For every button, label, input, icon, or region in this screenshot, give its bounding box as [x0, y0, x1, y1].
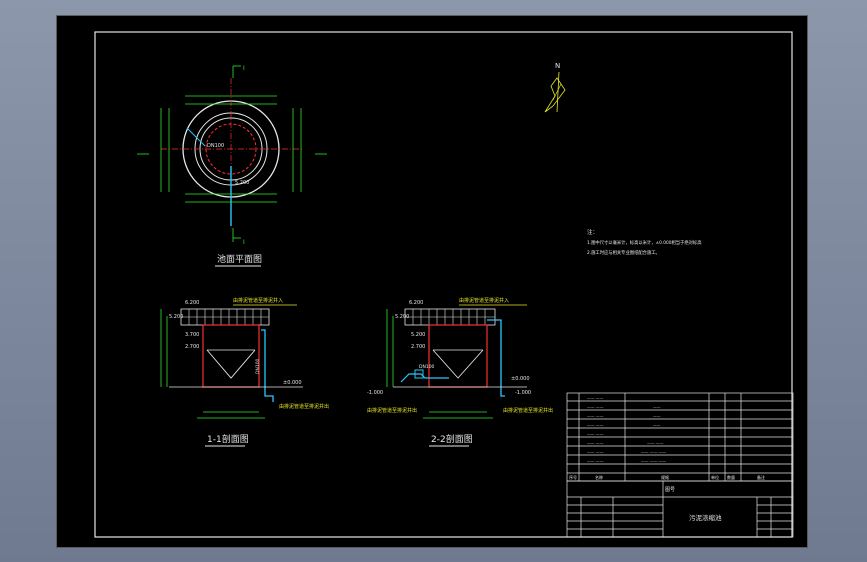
plan-label-elev: 5.200 [235, 180, 249, 186]
material-table-text: —— —— —— —— —— —— —— —— —— —— —— —— —— —— —— … [587, 395, 666, 463]
plan-section-mark-top: I [243, 65, 245, 72]
title-block: —— —— —— —— —— —— —— —— —— —— —— —— —— —— —— … [566, 392, 794, 538]
plan-pipe-2 [186, 127, 206, 147]
cad-drawing: DN100 5.200 I I 池面平面图 由排泥管道至排泥井入 6.200 5… [94, 31, 794, 538]
notes-line-1: 1.图中尺寸以毫米计，标高以米计，±0.000相当于绝对标高 [587, 239, 702, 246]
s1-dimensions [160, 309, 265, 419]
material-table-rows [567, 393, 793, 481]
title-block-grid [567, 481, 793, 537]
svg-text:—— ——: —— —— [647, 440, 664, 445]
svg-text:——: —— [653, 422, 661, 427]
s1-elev-ground: ±0.000 [283, 380, 302, 386]
s2-valve [414, 369, 424, 379]
svg-text:—— ——: —— —— [587, 449, 604, 454]
s2-elev-3: 5.200 [411, 332, 425, 338]
drawing-outer-frame [94, 31, 793, 538]
s2-grating-bars [405, 309, 495, 325]
section-1-view: 由排泥管道至排泥井入 6.200 5.200 3.700 2.700 ±0.00… [160, 297, 329, 447]
s2-callout-right: 由排泥管道至排泥井出 [503, 407, 553, 414]
s1-elev-1: 6.200 [185, 300, 199, 306]
notes-line-2: 2.施工时应与相关专业图纸配合施工。 [587, 249, 660, 256]
s2-pipe-label: DN100 [419, 364, 435, 370]
notes: 注： 1.图中尺寸以毫米计，标高以米计，±0.000相当于绝对标高 2.施工时应… [587, 228, 702, 256]
s1-grating-bars [181, 309, 269, 325]
svg-text:—— —— ——: —— —— —— [641, 449, 666, 454]
svg-text:—— —— ——: —— —— —— [641, 458, 666, 463]
svg-text:—— ——: —— —— [587, 458, 604, 463]
title-block-drawing-name: 污泥浓缩池 [689, 513, 722, 522]
s2-elev-5: -1.000 [367, 390, 383, 396]
svg-text:——: —— [653, 404, 661, 409]
s1-hopper [206, 349, 256, 379]
s1-elev-2: 5.200 [169, 314, 183, 320]
section-2-view: 由排泥管道至排泥井入 6.200 5.200 5.200 2.700 -1.00… [367, 297, 553, 447]
s2-elev-4: 2.700 [411, 344, 425, 350]
svg-text:—— ——: —— —— [587, 431, 604, 436]
s2-elev-7: -1.000 [515, 390, 531, 396]
cad-viewport[interactable]: DN100 5.200 I I 池面平面图 由排泥管道至排泥井入 6.200 5… [56, 15, 808, 548]
s1-pipe-label: DN100 [255, 358, 261, 374]
svg-text:——: —— [653, 413, 661, 418]
s1-callout-top: 由排泥管道至排泥井入 [233, 297, 283, 304]
s1-callout-bottom: 由排泥管道至排泥井出 [279, 403, 329, 410]
table-header-6: 备注 [757, 474, 765, 480]
table-header-5: 数量 [727, 474, 735, 480]
north-arrow: N [544, 62, 566, 113]
s1-elev-4: 2.700 [185, 344, 199, 350]
svg-text:—— ——: —— —— [587, 395, 604, 400]
s2-pipe-left [400, 373, 449, 383]
plan-section-mark-bottom: I [243, 239, 245, 246]
title-block-box [566, 480, 794, 538]
notes-heading: 注： [587, 228, 598, 236]
svg-text:—— ——: —— —— [587, 440, 604, 445]
s1-pipe [261, 329, 274, 402]
s2-elev-2: 5.200 [395, 314, 409, 320]
s2-dimensions [386, 309, 493, 419]
table-header-2: 名称 [595, 474, 603, 480]
plan-view: DN100 5.200 I I 池面平面图 [137, 65, 327, 267]
north-label: N [555, 62, 560, 70]
s2-callout-left: 由排泥管道至排泥井出 [367, 407, 417, 414]
s2-elev-6: ±0.000 [511, 376, 530, 382]
plan-title: 池面平面图 [217, 253, 262, 265]
svg-text:—— ——: —— —— [587, 422, 604, 427]
svg-text:—— ——: —— —— [587, 413, 604, 418]
table-header-3: 规格 [661, 474, 669, 480]
plan-dimensions [137, 65, 327, 242]
s2-callout-top: 由排泥管道至排泥井入 [459, 297, 509, 304]
plan-label-dn: DN100 [207, 143, 224, 149]
title-block-field: 图号 [665, 487, 675, 493]
table-header-1: 序号 [569, 474, 577, 480]
s2-title: 2-2剖面图 [431, 433, 473, 445]
s2-elev-1: 6.200 [409, 300, 423, 306]
s1-title: 1-1剖面图 [207, 433, 249, 445]
svg-text:—— ——: —— —— [587, 404, 604, 409]
s2-hopper [432, 349, 484, 379]
s1-elev-3: 3.700 [185, 332, 199, 338]
s2-pipe-right [487, 319, 505, 397]
table-header-4: 单位 [711, 474, 719, 480]
